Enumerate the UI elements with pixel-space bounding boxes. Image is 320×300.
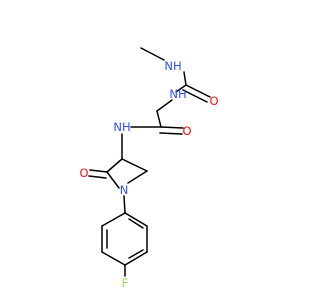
bond-urea-c-nh — [175, 84, 187, 93]
bond-ar-6 — [101, 212, 126, 227]
atom-o-lactam: O — [79, 166, 88, 180]
bond-urea-co-1 — [185, 84, 211, 98]
bond-nh-urea-c — [183, 71, 187, 86]
structure-diagram: NH O NH O NH O N F — [79, 47, 219, 290]
bond-ar-inner-1 — [128, 218, 144, 229]
molecule-canvas: NH O NH O NH O N F — [79, 47, 219, 290]
atom-labels: NH O NH O NH O N F — [79, 59, 218, 290]
bond-lactam-co-1 — [89, 169, 108, 173]
bond-ch2-amidec — [156, 110, 162, 128]
bond-ar-inner-2 — [128, 249, 144, 259]
bond-c3-c4 — [121, 158, 148, 172]
atom-nh-gly: NH — [169, 87, 186, 101]
atom-nh-amide: NH — [113, 120, 130, 134]
bond-amide-co-2 — [159, 132, 183, 135]
atom-o-amide: O — [182, 124, 191, 138]
bonds — [88, 47, 211, 277]
atom-n-ring: N — [120, 183, 129, 197]
bond-n-aryl — [123, 195, 126, 214]
bond-methyl-nh — [140, 47, 165, 61]
bond-ar-1 — [124, 212, 148, 227]
bond-nh-ch2 — [156, 99, 173, 112]
bond-amide-co-1 — [160, 126, 184, 129]
bond-c4-n — [127, 170, 148, 184]
bond-ar-4 — [101, 251, 126, 266]
bond-urea-co-2 — [182, 89, 208, 103]
bond-c2-c3 — [106, 158, 123, 173]
atom-nh-urea: NH — [164, 59, 181, 73]
bond-n-c2 — [106, 171, 120, 189]
bond-ar-3 — [124, 251, 148, 266]
atom-f: F — [122, 276, 129, 290]
bond-lactam-co-2 — [88, 175, 107, 179]
atom-o-urea: O — [209, 94, 218, 108]
